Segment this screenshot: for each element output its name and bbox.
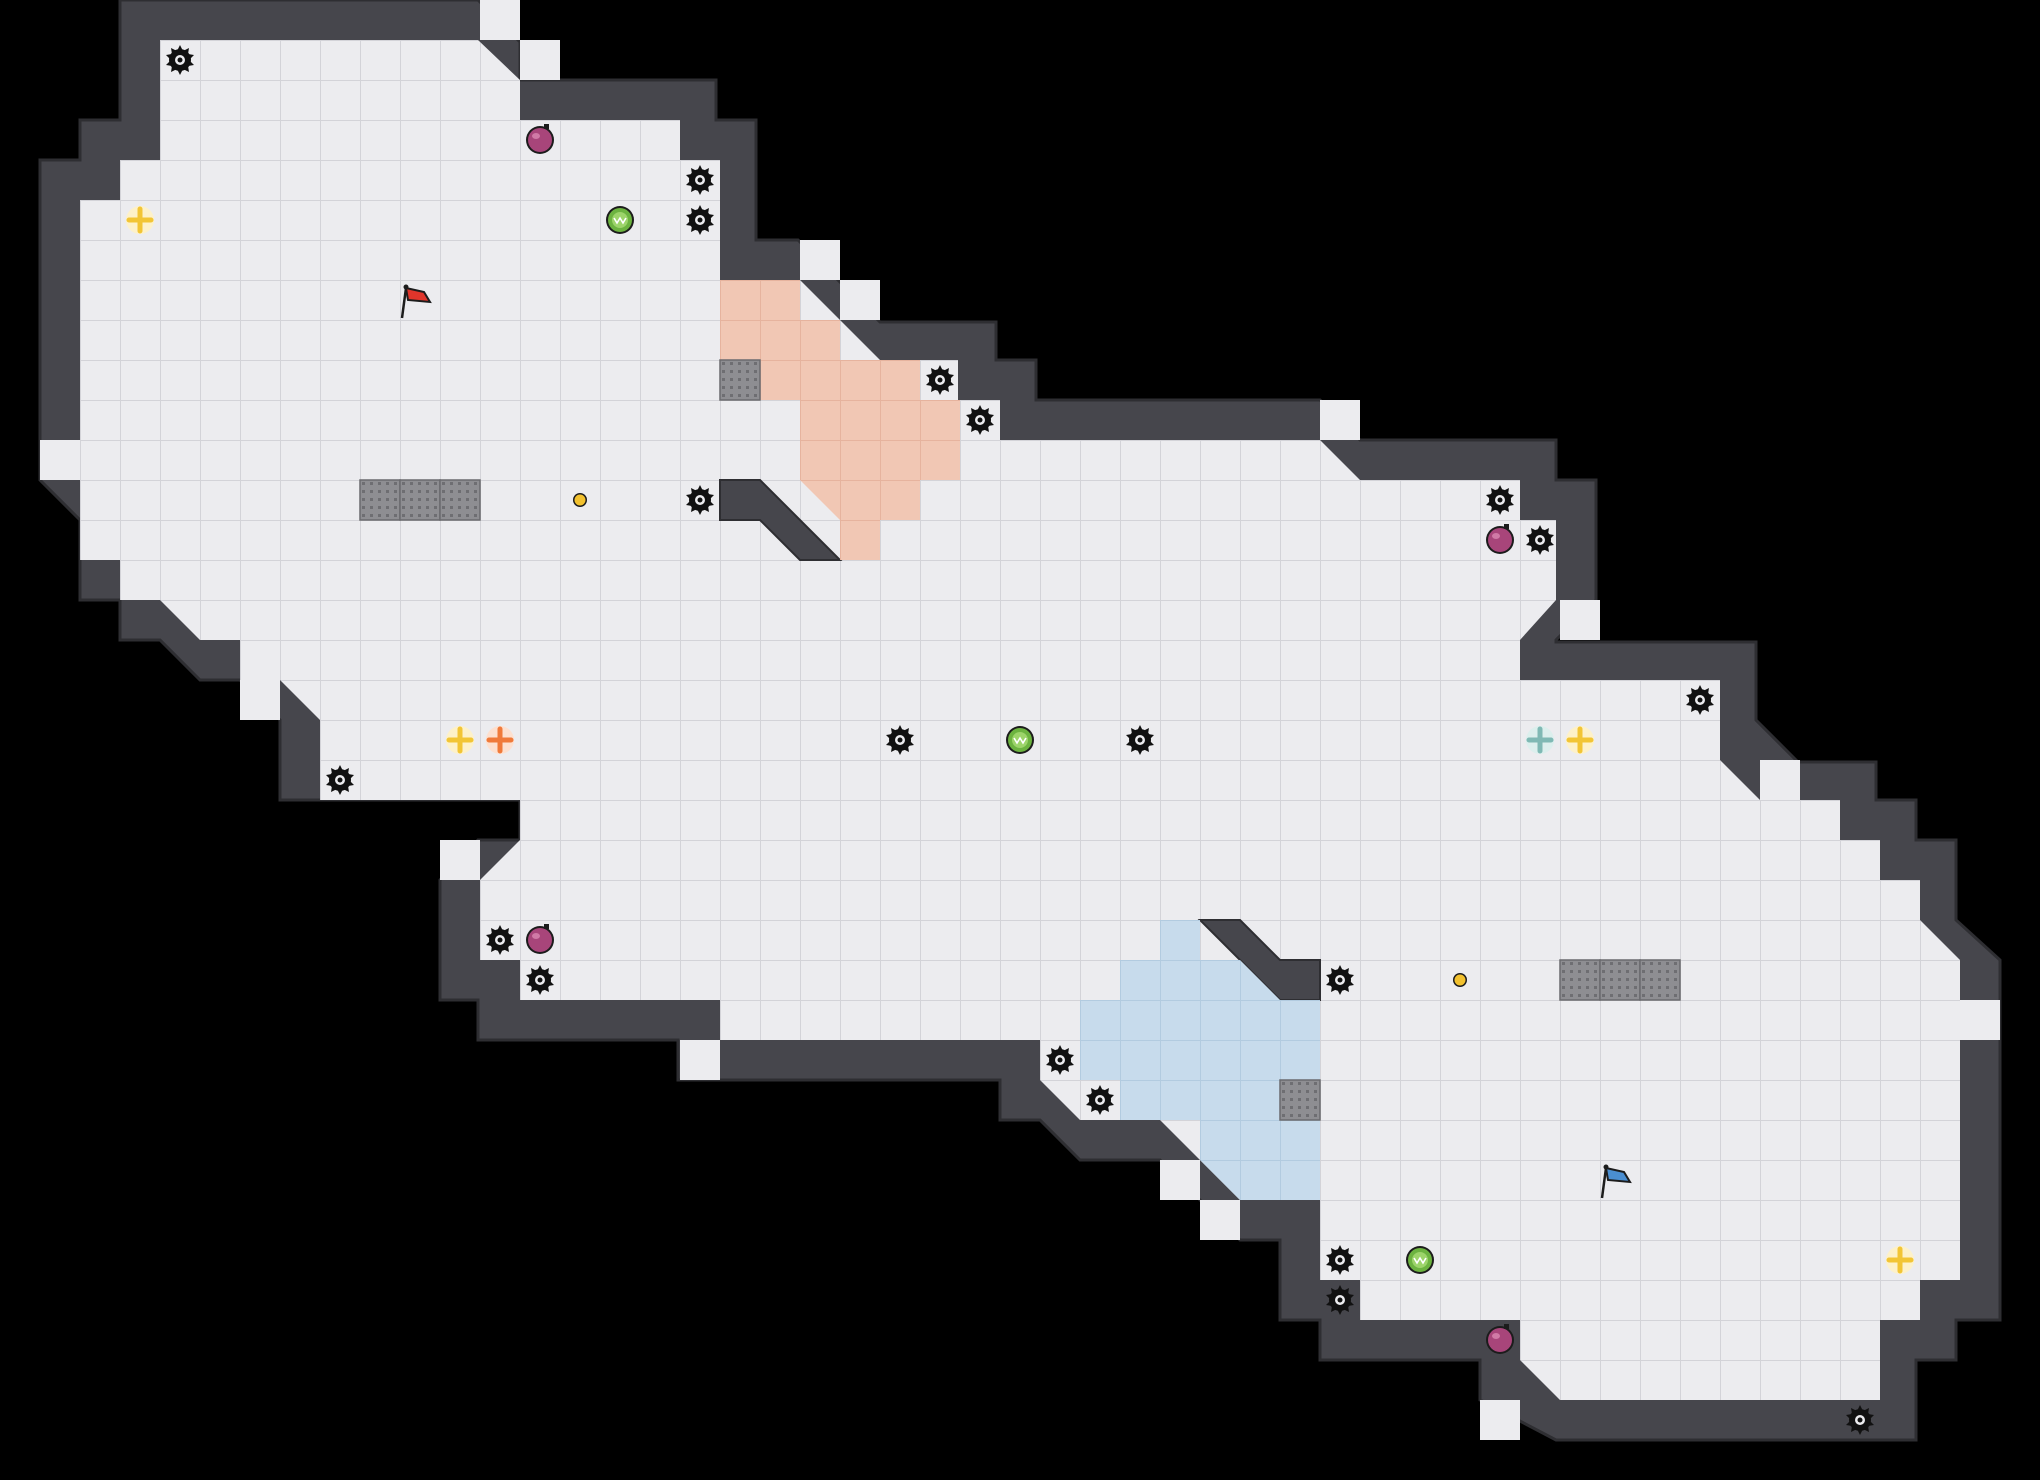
pellet-icon [573, 493, 587, 507]
blue-flag-icon [1600, 1164, 1632, 1199]
portal-icon [1566, 726, 1594, 754]
block [1559, 959, 1601, 1001]
portal-icon [1526, 726, 1554, 754]
red-flag-icon [400, 284, 432, 319]
block [359, 479, 401, 521]
portal-icon [126, 206, 154, 234]
pellet-icon [1453, 973, 1467, 987]
portal-icon [446, 726, 474, 754]
outer-floor-notches [40, 0, 2000, 1440]
portal-icon [486, 726, 514, 754]
block [1279, 1079, 1321, 1121]
blue-team-zone [1080, 920, 1320, 1200]
block [1599, 959, 1641, 1001]
block [399, 479, 441, 521]
boost-icon [605, 205, 635, 235]
boost-icon [1405, 1245, 1435, 1275]
arena-floor [80, 40, 1960, 1400]
inner-wall-top [719, 479, 843, 561]
portals [126, 206, 1914, 1274]
block [1639, 959, 1681, 1001]
block [439, 479, 481, 521]
red-team-zone [720, 280, 960, 560]
boost-icon [1005, 725, 1035, 755]
portal-icon [1886, 1246, 1914, 1274]
block [719, 359, 761, 401]
blocks [359, 359, 1681, 1121]
